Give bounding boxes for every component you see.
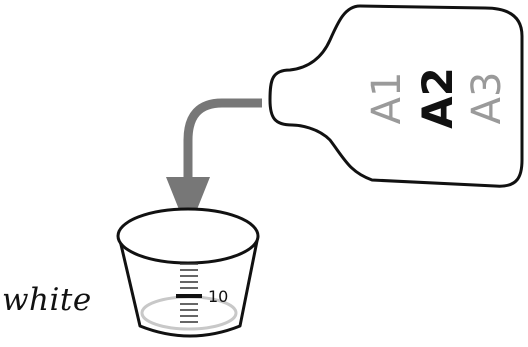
- measuring-cup: [118, 209, 258, 336]
- bottle-label-a1: A1: [364, 72, 410, 125]
- cup-contents-label: white: [2, 282, 92, 318]
- cup-rim: [118, 209, 258, 263]
- pour-arrow-shaft: [188, 103, 262, 182]
- bottle-label-a2: A2: [413, 67, 462, 129]
- cup-measurement-label: 10: [208, 287, 228, 306]
- bottle-labels: A1 A2 A3: [364, 67, 510, 129]
- bottle-label-a3: A3: [464, 72, 510, 125]
